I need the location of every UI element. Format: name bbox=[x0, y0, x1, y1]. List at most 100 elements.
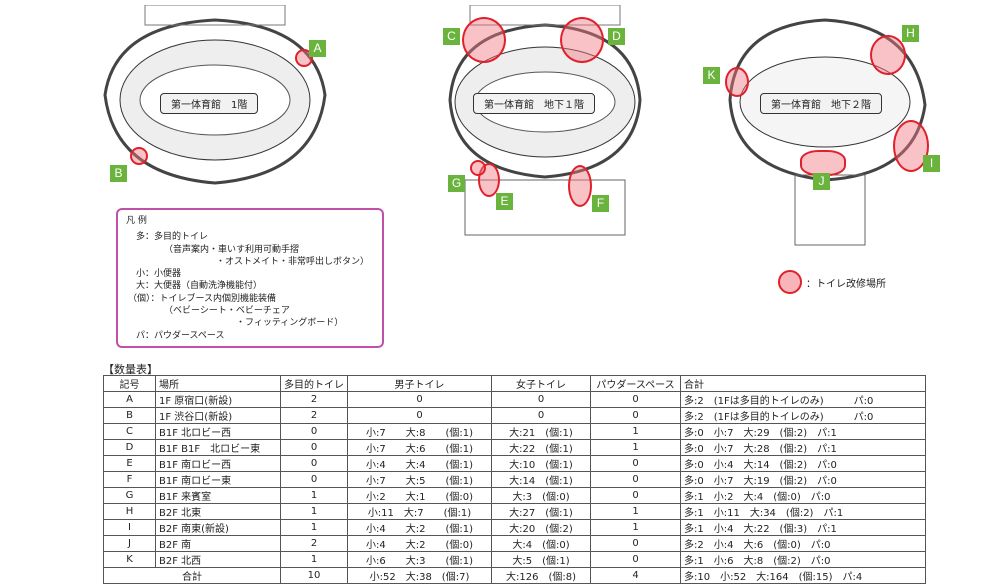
table-cell: 多:1 小:6 大:8 (個:2) パ:0 bbox=[680, 551, 926, 568]
legend-line: （個）：トイレブース内個別機能装備 bbox=[128, 293, 277, 304]
table-cell: 0 bbox=[590, 407, 681, 424]
tag-c: C bbox=[443, 28, 460, 45]
table-cell: 0 bbox=[590, 535, 681, 552]
legend-line: ・オストメイト・非常呼出しボタン） bbox=[216, 256, 370, 267]
table-cell: 多:0 小:7 大:29 (個:2) パ:1 bbox=[680, 423, 926, 440]
table-cell: 0 bbox=[590, 551, 681, 568]
table-cell: 大:14 (個:1) bbox=[491, 471, 591, 488]
legend-line: パ：パウダースペース bbox=[136, 330, 225, 341]
tag-f: F bbox=[592, 195, 609, 212]
table-cell: K bbox=[103, 551, 156, 568]
table-cell: 0 bbox=[280, 423, 348, 440]
legend-box: 凡 例 多：多目的トイレ （音声案内・車いす利用可動手摺 ・オストメイト・非常呼… bbox=[116, 208, 384, 348]
floor-plan-1f: 第一体育館 1階 A B bbox=[85, 5, 345, 195]
table-cell: C bbox=[103, 423, 156, 440]
toilet-spot-b bbox=[130, 147, 148, 165]
table-cell: B1F B1F 北ロビー東 bbox=[155, 439, 281, 456]
map-key: ：トイレ改修場所 bbox=[778, 270, 886, 294]
table-cell: H bbox=[103, 503, 156, 520]
table-cell: B1F 北ロビー西 bbox=[155, 423, 281, 440]
table-cell: 0 bbox=[590, 455, 681, 472]
tag-e: E bbox=[496, 193, 513, 210]
tag-b: B bbox=[110, 165, 127, 182]
table-cell: 記号 bbox=[103, 375, 156, 392]
table-cell: 0 bbox=[590, 471, 681, 488]
table-cell: 1 bbox=[280, 551, 348, 568]
table-cell: 0 bbox=[280, 471, 348, 488]
table-cell: D bbox=[103, 439, 156, 456]
legend-title: 凡 例 bbox=[126, 216, 147, 226]
table-cell: 大:5 (個:1) bbox=[491, 551, 591, 568]
toilet-spot-f bbox=[568, 165, 592, 207]
table-cell: 2 bbox=[280, 407, 348, 424]
table-cell: 2 bbox=[280, 535, 348, 552]
tag-d: D bbox=[608, 28, 625, 45]
legend-line: 大：大便器（自動洗浄機能付） bbox=[136, 281, 263, 292]
table-cell: 大:21 (個:1) bbox=[491, 423, 591, 440]
table-cell: 4 bbox=[590, 567, 681, 584]
table-cell: 小:6 大:3 (個:1) bbox=[347, 551, 492, 568]
legend-line: 多：多目的トイレ bbox=[136, 232, 209, 243]
table-cell: B2F 北西 bbox=[155, 551, 281, 568]
table-cell: 1 bbox=[280, 503, 348, 520]
table-cell: 1 bbox=[280, 487, 348, 504]
table-cell: 小:4 大:2 (個:1) bbox=[347, 519, 492, 536]
table-cell: 小:7 大:6 (個:1) bbox=[347, 439, 492, 456]
table-cell: A bbox=[103, 391, 156, 408]
red-circle-icon bbox=[778, 270, 802, 294]
table-cell: B2F 北東 bbox=[155, 503, 281, 520]
table-cell: 大:126 (個:8) bbox=[491, 567, 591, 584]
table-cell: 1 bbox=[590, 439, 681, 456]
table-cell: B1F 南ロビー東 bbox=[155, 471, 281, 488]
table-cell: 1F 渋谷口(新設) bbox=[155, 407, 281, 424]
table-cell: 大:20 (個:2) bbox=[491, 519, 591, 536]
table-cell: J bbox=[103, 535, 156, 552]
tag-j: J bbox=[813, 173, 830, 190]
legend-line: 小：小便器 bbox=[136, 269, 182, 280]
map-key-label: ：トイレ改修場所 bbox=[806, 278, 886, 290]
toilet-spot-h bbox=[870, 35, 906, 75]
table-cell: 小:7 大:5 (個:1) bbox=[347, 471, 492, 488]
tag-h: H bbox=[902, 25, 919, 42]
table-cell: 小:4 大:2 (個:0) bbox=[347, 535, 492, 552]
floor-plan-b1f: 第一体育館 地下１階 C D E F G bbox=[430, 5, 660, 245]
table-cell: 合計 bbox=[103, 567, 281, 584]
table-cell: 1 bbox=[590, 423, 681, 440]
table-header-row: 記号場所多目的トイレ男子トイレ女子トイレパウダースペース合計 bbox=[103, 375, 926, 392]
table-cell: 0 bbox=[347, 407, 492, 424]
table-cell: 小:52 大:38 (個:7) bbox=[347, 567, 492, 584]
table-cell: B1F 来賓室 bbox=[155, 487, 281, 504]
table-cell: I bbox=[103, 519, 156, 536]
tag-a: A bbox=[309, 40, 326, 57]
table-cell: G bbox=[103, 487, 156, 504]
tag-i: I bbox=[923, 155, 940, 172]
toilet-spot-d bbox=[560, 17, 604, 63]
legend-line: （ベビーシート・ベビーチェア bbox=[164, 306, 290, 317]
table-cell: 多:10 小:52 大:164 (個:15) パ:4 bbox=[680, 567, 926, 584]
table-cell: B2F 南東(新設) bbox=[155, 519, 281, 536]
table-cell: 小:4 大:4 (個:1) bbox=[347, 455, 492, 472]
table-cell: 0 bbox=[347, 391, 492, 408]
table-cell: E bbox=[103, 455, 156, 472]
legend-line: （音声案内・車いす利用可動手摺 bbox=[164, 244, 300, 255]
table-cell: 0 bbox=[590, 487, 681, 504]
table-cell: 多:0 小:7 大:19 (個:2) パ:0 bbox=[680, 471, 926, 488]
table-cell: 1F 原宿口(新設) bbox=[155, 391, 281, 408]
table-cell: 女子トイレ bbox=[491, 375, 591, 392]
table-cell: 多:0 小:4 大:14 (個:2) パ:0 bbox=[680, 455, 926, 472]
toilet-spot-a bbox=[295, 49, 313, 67]
quantity-table-title: 【数量表】 bbox=[103, 363, 158, 376]
table-cell: 1 bbox=[280, 519, 348, 536]
table-cell: 0 bbox=[491, 391, 591, 408]
table-cell: 多:1 小:4 大:22 (個:3) パ:1 bbox=[680, 519, 926, 536]
